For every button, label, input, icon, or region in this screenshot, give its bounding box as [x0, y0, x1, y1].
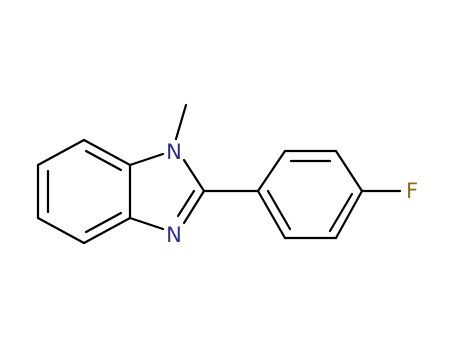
bond-ring-1 — [256, 149, 287, 193]
bond-c2-n3 — [182, 189, 206, 225]
bond-ring-3 — [334, 149, 364, 193]
bond-inner-c7-c7a — [84, 149, 123, 172]
bond-n1-c2 — [182, 158, 206, 193]
bond-n1-methyl — [174, 103, 188, 141]
bond-c7-c7a — [82, 138, 132, 167]
bond-n3-c3a — [128, 216, 165, 231]
atom-n1-label: N — [166, 140, 182, 164]
bond-c6-c7 — [36, 138, 86, 167]
bond-inner-left — [266, 189, 292, 231]
bond-inner-c3a-c4 — [84, 211, 123, 234]
bond-ring-6 — [256, 189, 287, 240]
bond-c3a-c4 — [82, 216, 132, 245]
benzo-ring — [36, 138, 132, 245]
atom-f-label: F — [406, 179, 418, 203]
bond-c2-n3-inner — [176, 189, 196, 218]
bond-ring-4 — [334, 189, 364, 240]
atom-n3-label: N — [166, 223, 182, 247]
imidazole-ring — [128, 103, 206, 231]
fluorophenyl-ring — [256, 149, 364, 240]
bond-inner-right — [328, 192, 354, 233]
bond-c4-c5 — [36, 216, 86, 245]
bond-c7a-n1 — [128, 152, 165, 167]
